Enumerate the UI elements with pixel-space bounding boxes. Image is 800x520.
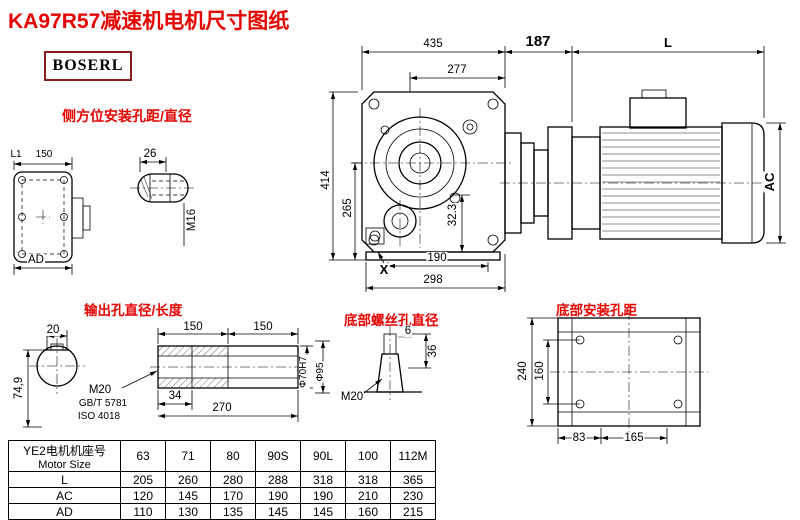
dim-150-shaft-2: 150 — [252, 320, 274, 334]
dim-phi95: Φ95 — [314, 361, 327, 383]
table-cell: 210 — [345, 487, 391, 504]
label-bottom-mount: 底部安装孔距 — [556, 303, 637, 318]
dim-L: L — [663, 35, 673, 51]
dim-83: 83 — [571, 431, 587, 445]
table-cell: 120 — [120, 487, 166, 504]
motor-size-table: YE2电机机座号 Motor Size 63 71 80 90S 90L 100… — [8, 440, 436, 520]
dim-M20-output: M20 — [87, 383, 113, 397]
table-cell: 190 — [255, 487, 301, 504]
table-cell: 170 — [210, 487, 256, 504]
table-cell: 318 — [345, 471, 391, 488]
extension-lines — [13, 46, 786, 444]
label-output-hole: 输出孔直径/长度 — [84, 303, 183, 318]
table-cell: 318 — [300, 471, 346, 488]
dim-20: 20 — [45, 323, 61, 337]
table-cell: 205 — [120, 471, 166, 488]
motor-side-view — [500, 89, 772, 244]
dim-187: 187 — [524, 33, 552, 51]
dim-36: 36 — [426, 343, 440, 359]
table-cell: 160 — [345, 503, 391, 520]
dim-270: 270 — [211, 401, 233, 415]
table-row-AC: AC 120 145 170 190 190 210 230 — [8, 487, 436, 504]
dim-190: 190 — [426, 251, 448, 265]
table-cell: 145 — [300, 503, 346, 520]
label-side-mount: 侧方位安装孔距/直径 — [62, 108, 192, 124]
table-size-col-63: 63 — [120, 440, 166, 472]
table-header-row: YE2电机机座号 Motor Size 63 71 80 90S 90L 100… — [8, 440, 436, 472]
dim-M16: M16 — [185, 207, 199, 233]
dim-160: 160 — [533, 360, 547, 382]
dim-34: 34 — [167, 389, 183, 403]
dim-AD: AD — [27, 253, 45, 267]
table-size-col-90l: 90L — [300, 440, 346, 472]
table-cell: 260 — [165, 471, 211, 488]
table-size-col-80: 80 — [210, 440, 256, 472]
dim-phi70: Φ70H7 — [297, 355, 310, 389]
table-size-col-100: 100 — [345, 440, 391, 472]
dim-6: 6 — [403, 324, 413, 338]
dim-gbt-5781: GB/T 5781 — [77, 397, 129, 410]
dim-298: 298 — [422, 273, 444, 287]
dim-277: 277 — [446, 63, 468, 77]
output-shaft-view — [29, 338, 306, 394]
dim-435: 435 — [422, 37, 444, 51]
table-row-L: L 205 260 280 288 318 318 365 — [8, 471, 436, 488]
dim-L1: L1 — [9, 148, 23, 161]
table-header-cn: YE2电机机座号 — [23, 443, 106, 458]
table-size-col-90s: 90S — [255, 440, 301, 472]
dim-X: X — [378, 262, 390, 278]
table-header-en: Motor Size — [38, 458, 91, 471]
table-cell: 288 — [255, 471, 301, 488]
drawing-title: KA97R57减速机电机尺寸图纸 — [8, 10, 290, 33]
dim-150-flange: 150 — [34, 148, 54, 161]
table-cell: 190 — [300, 487, 346, 504]
dim-26: 26 — [142, 147, 158, 161]
flange-left-view — [13, 171, 91, 263]
dim-150-shaft-1: 150 — [182, 320, 204, 334]
row-label-L: L — [8, 471, 121, 488]
dim-M20-screw: M20 — [339, 390, 365, 404]
label-bottom-screw: 底部螺丝孔直径 — [344, 313, 439, 328]
table-row-AD: AD 110 130 135 145 145 160 215 — [8, 503, 436, 520]
boserl-logo: BOSERL — [44, 51, 132, 81]
bottom-screw-view — [360, 326, 422, 400]
table-cell: 365 — [390, 471, 436, 488]
table-header-motor-size: YE2电机机座号 Motor Size — [8, 440, 121, 472]
table-cell: 110 — [120, 503, 166, 520]
table-cell: 280 — [210, 471, 256, 488]
dim-32-3: 32.3 — [446, 202, 460, 228]
table-size-col-112m: 112M — [390, 440, 436, 472]
dim-265: 265 — [341, 197, 355, 219]
table-cell: 145 — [165, 487, 211, 504]
dim-414: 414 — [319, 169, 333, 191]
row-label-AC: AC — [8, 487, 121, 504]
dim-165: 165 — [623, 431, 645, 445]
bottom-mount-view — [550, 310, 708, 434]
gearbox-front-view — [352, 91, 512, 261]
table-size-col-71: 71 — [165, 440, 211, 472]
dim-AC: AC — [762, 171, 778, 193]
table-cell: 230 — [390, 487, 436, 504]
dim-240: 240 — [516, 360, 530, 382]
table-cell: 130 — [165, 503, 211, 520]
side-shaft-view — [130, 173, 196, 203]
table-cell: 145 — [255, 503, 301, 520]
row-label-AD: AD — [8, 503, 121, 520]
dim-iso-4018: ISO 4018 — [76, 410, 122, 423]
table-cell: 135 — [210, 503, 256, 520]
dim-74-9: 74,9 — [12, 375, 26, 401]
table-cell: 215 — [390, 503, 436, 520]
